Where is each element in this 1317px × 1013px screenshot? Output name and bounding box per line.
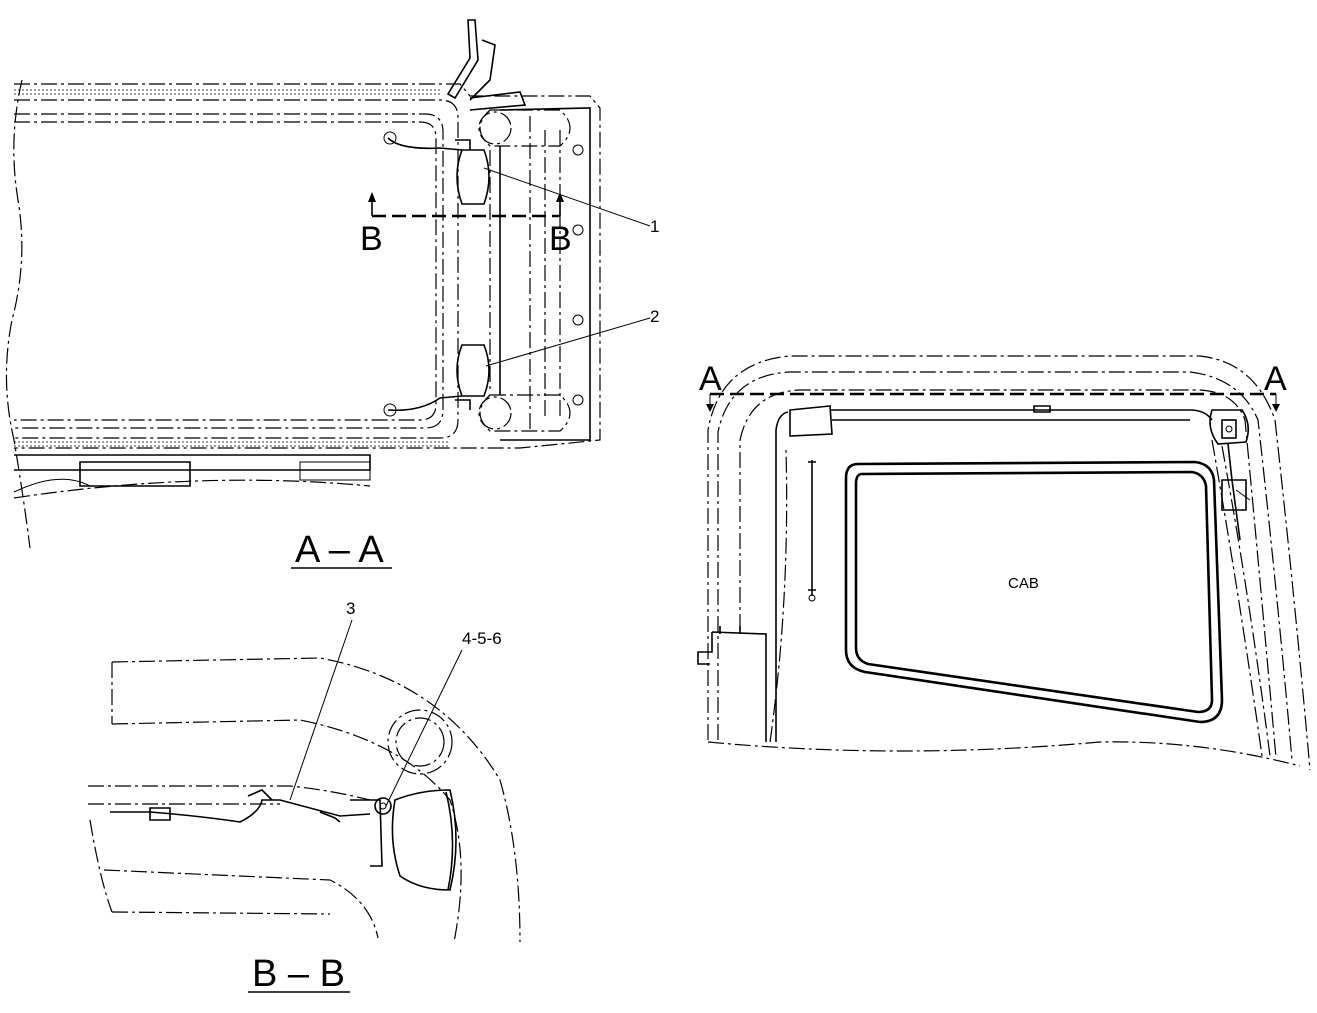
callout-2: 2 <box>650 307 659 326</box>
cab-label: CAB <box>1008 575 1039 592</box>
callout-1: 1 <box>650 217 659 236</box>
section-b-right-label: B <box>549 220 572 258</box>
view-aa-title: A – A <box>295 529 384 571</box>
view-aa <box>5 19 651 549</box>
view-bb-title: B – B <box>252 953 345 995</box>
section-a-right-label: A <box>1264 360 1287 398</box>
section-a-left-label: A <box>699 360 722 398</box>
view-bb <box>88 619 521 943</box>
cab-view <box>697 355 1311 771</box>
callout-4-5-6: 4-5-6 <box>462 629 502 648</box>
callout-3: 3 <box>346 599 355 618</box>
section-b-left-label: B <box>360 220 383 258</box>
